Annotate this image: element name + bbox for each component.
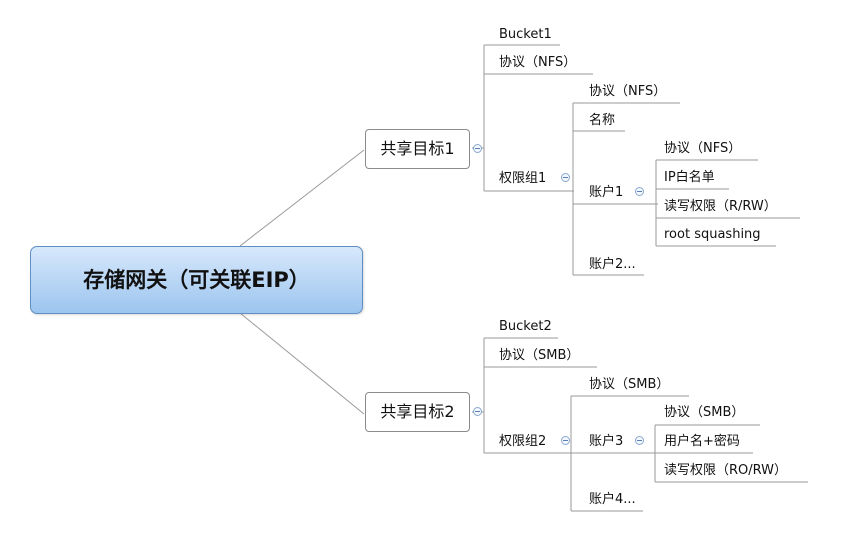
collapse-icon[interactable]	[561, 173, 570, 182]
group2-label[interactable]: 权限组2	[499, 434, 547, 449]
account1-protocol[interactable]: 协议（NFS）	[664, 141, 742, 156]
group2-protocol[interactable]: 协议（SMB）	[589, 377, 670, 392]
group1-protocol[interactable]: 协议（NFS）	[589, 84, 667, 99]
account3-label[interactable]: 账户3	[589, 434, 624, 449]
collapse-icon[interactable]	[473, 407, 482, 416]
target2-bucket[interactable]: Bucket2	[499, 319, 552, 334]
target1-bucket[interactable]: Bucket1	[499, 27, 552, 42]
account3-protocol[interactable]: 协议（SMB）	[664, 405, 745, 420]
group1-name[interactable]: 名称	[589, 113, 616, 128]
target2-label: 共享目标2	[380, 402, 455, 421]
account1-squash[interactable]: root squashing	[664, 227, 761, 242]
group1-label[interactable]: 权限组1	[499, 171, 547, 186]
account1-ip-list[interactable]: IP白名单	[664, 170, 715, 185]
account3-rw[interactable]: 读写权限（RO/RW）	[664, 463, 788, 478]
target1-label: 共享目标1	[380, 139, 455, 158]
collapse-icon[interactable]	[473, 144, 482, 153]
collapse-icon[interactable]	[561, 436, 570, 445]
root-node[interactable]: 存储网关（可关联EIP）	[30, 246, 363, 314]
collapse-icon[interactable]	[635, 187, 644, 196]
account1-label[interactable]: 账户1	[589, 185, 624, 200]
target2-node[interactable]: 共享目标2	[365, 392, 470, 432]
account1-rw[interactable]: 读写权限（R/RW）	[664, 199, 777, 214]
target2-protocol[interactable]: 协议（SMB）	[499, 348, 580, 363]
account3-userpass[interactable]: 用户名+密码	[664, 434, 740, 449]
account4-label[interactable]: 账户4...	[589, 492, 636, 507]
root-label: 存储网关（可关联EIP）	[83, 267, 310, 292]
account2-label[interactable]: 账户2...	[589, 257, 636, 272]
target1-protocol[interactable]: 协议（NFS）	[499, 55, 577, 70]
target1-node[interactable]: 共享目标1	[365, 129, 470, 169]
collapse-icon[interactable]	[635, 436, 644, 445]
